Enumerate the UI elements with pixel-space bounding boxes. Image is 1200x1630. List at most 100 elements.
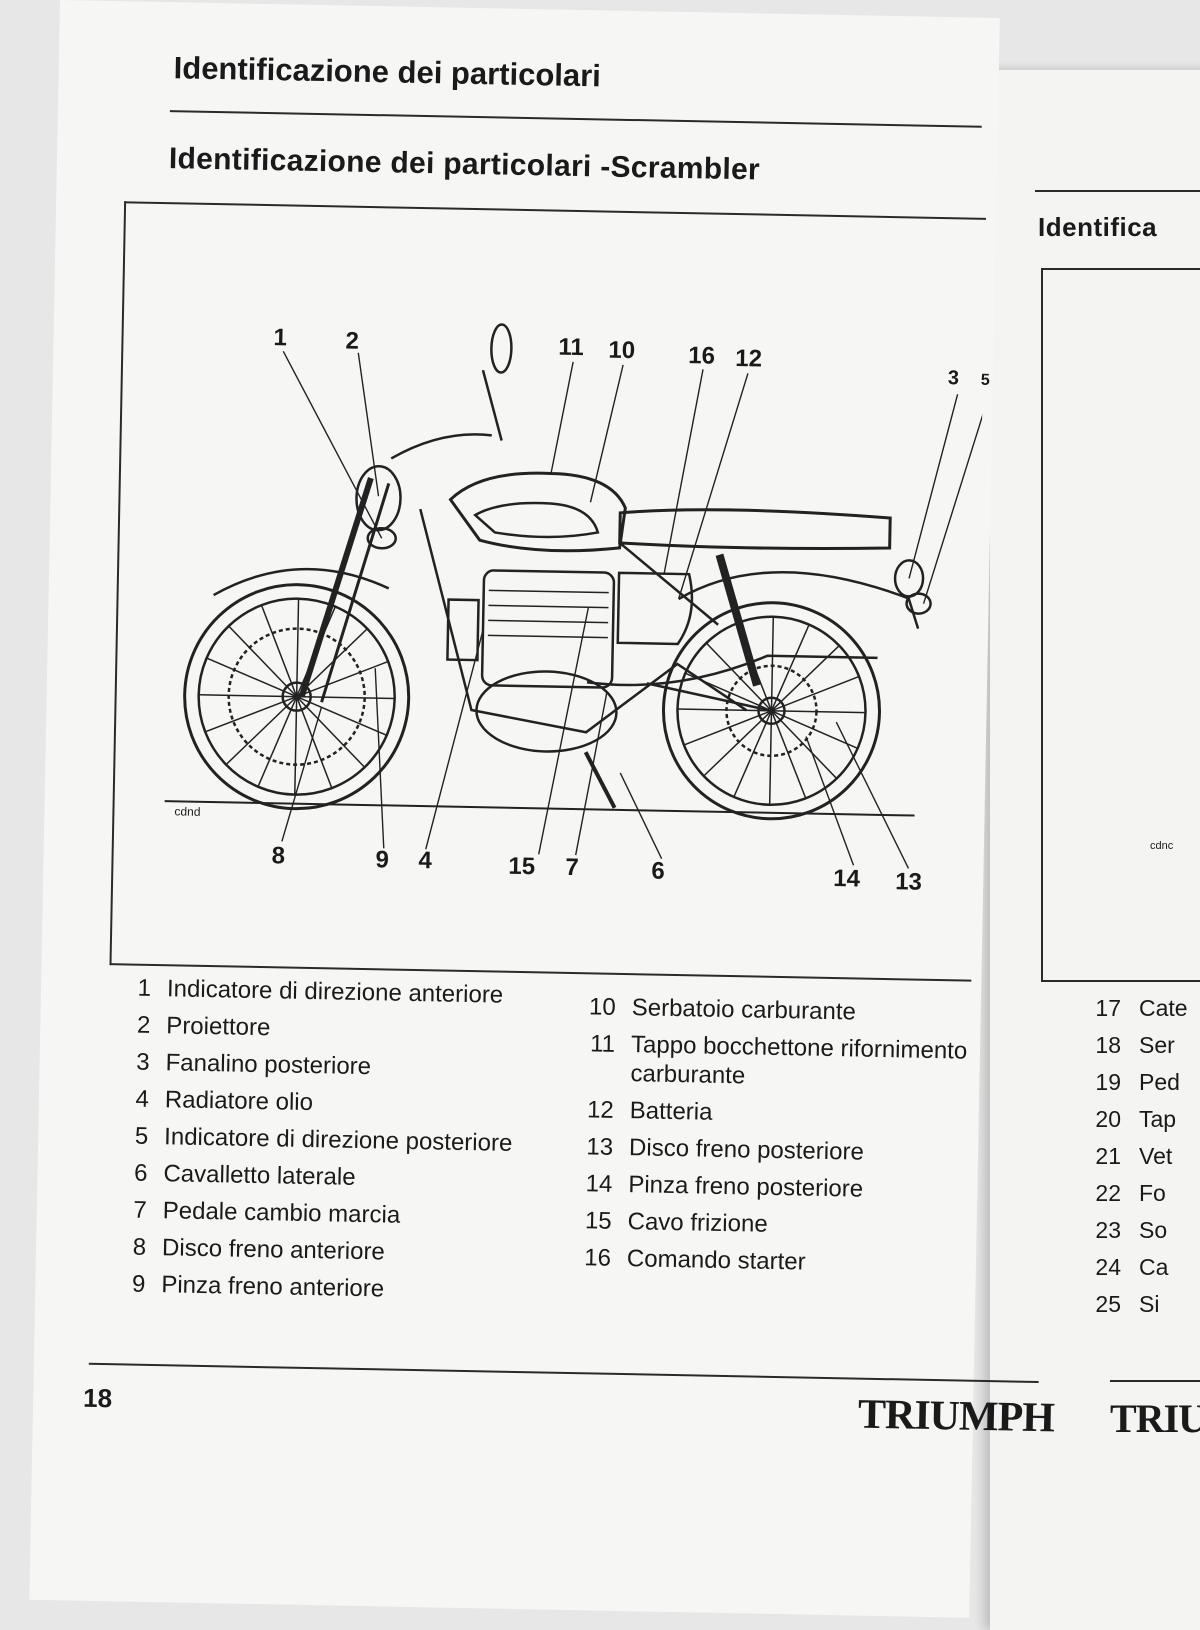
legend-number: 9: [131, 1270, 146, 1298]
legend-text: Pinza freno posteriore: [628, 1171, 864, 1203]
legend-number: 16: [583, 1244, 612, 1272]
facing-brand-logo: TRIU: [1110, 1396, 1200, 1441]
facing-legend-text: Tap: [1139, 1106, 1177, 1132]
figure-code: cdnd: [174, 804, 201, 819]
facing-legend-number: 22: [1095, 1180, 1121, 1206]
legend-text: Disco freno anteriore: [161, 1234, 386, 1266]
legend-item: 2 Proiettore: [110, 1010, 546, 1047]
callout-label: 7: [565, 853, 580, 882]
motorcycle-drawing: [164, 323, 986, 869]
callout-label: 2: [345, 327, 360, 355]
facing-legend-number: 23: [1095, 1217, 1121, 1243]
legend-number: 10: [588, 993, 617, 1021]
facing-legend-number: 18: [1095, 1032, 1121, 1058]
facing-page: Identifica cdnc 25 17Cate18Ser19Ped20Tap…: [990, 70, 1200, 1630]
facing-header-rule: [1035, 190, 1200, 192]
facing-legend-item: 20 Tap: [1075, 1106, 1188, 1143]
facing-legend-text: Vet: [1139, 1143, 1173, 1169]
legend-item: 14 Pinza freno posteriore: [572, 1169, 1008, 1206]
legend-number: 1: [137, 974, 152, 1002]
callout-label: 1: [273, 324, 288, 352]
legend-text: Tappo bocchettone rifornimento carburant…: [630, 1031, 968, 1090]
legend-item: 7 Pedale cambio marcia: [107, 1195, 543, 1232]
facing-legend-text: So: [1139, 1217, 1168, 1243]
facing-legend-item: 23 So: [1075, 1217, 1188, 1254]
legend-number: 6: [133, 1159, 148, 1187]
legend-number: 13: [586, 1133, 614, 1161]
facing-legend-item: 17 Cate: [1075, 995, 1188, 1032]
facing-legend-item: 24 Ca: [1075, 1254, 1188, 1291]
facing-legend-text: Cate: [1139, 995, 1188, 1021]
callout-label: 9: [375, 846, 390, 874]
facing-legend-item: 18 Ser: [1075, 1032, 1188, 1069]
facing-legend-number: 17: [1095, 995, 1121, 1021]
legend-right-column: 10 Serbatoio carburante 11 Tappo bocchetton…: [571, 992, 1012, 1288]
legend-text: Radiatore olio: [164, 1086, 314, 1117]
legend-number: 11: [589, 1030, 616, 1058]
legend-text: Fanalino posteriore: [165, 1049, 372, 1081]
legend-item: 9 Pinza freno anteriore: [105, 1269, 541, 1306]
facing-legend-number: 25: [1095, 1291, 1121, 1317]
section-title: Identificazione dei particolari -Scrambl…: [168, 142, 761, 187]
legend-item: 11 Tappo bocchettone rifornimento carbura…: [574, 1029, 1011, 1095]
callout-label: 12: [734, 345, 763, 373]
legend-number: 15: [584, 1207, 612, 1235]
callout-label: 14: [833, 865, 861, 893]
facing-legend-number: 24: [1095, 1254, 1121, 1280]
legend-number: 14: [585, 1170, 613, 1198]
legend-number: 2: [136, 1011, 151, 1039]
facing-legend-number: 20: [1095, 1106, 1121, 1132]
legend-item: 8 Disco freno anteriore: [106, 1232, 542, 1269]
callout-label: 11: [558, 333, 585, 362]
legend-text: Pedale cambio marcia: [162, 1197, 401, 1229]
legend-item: 15 Cavo frizione: [571, 1206, 1007, 1243]
legend-number: 5: [134, 1122, 149, 1150]
legend-text: Comando starter: [626, 1245, 806, 1276]
callout-label: 4: [418, 847, 433, 875]
legend-text: Disco freno posteriore: [628, 1134, 865, 1166]
legend-text: Serbatoio carburante: [631, 994, 857, 1026]
legend-text: Pinza freno anteriore: [161, 1271, 385, 1303]
legend-item: 1 Indicatore di direzione anteriore: [111, 973, 547, 1010]
legend-item: 16 Comando starter: [571, 1243, 1007, 1280]
callout-label: 8: [271, 842, 286, 870]
facing-legend-text: Ped: [1139, 1069, 1180, 1095]
callout-label: 16: [688, 342, 716, 370]
callout-label: 15: [508, 852, 536, 881]
legend-text: Cavalletto laterale: [163, 1160, 356, 1191]
legend-item: 3 Fanalino posteriore: [109, 1047, 545, 1084]
legend-left-column: 1 Indicatore di direzione anteriore 2 Proie…: [105, 973, 547, 1314]
facing-figure-frame: [1041, 268, 1200, 982]
callout-label: 6: [651, 857, 666, 885]
legend-item: 10 Serbatoio carburante: [575, 992, 1011, 1029]
triumph-logo: TRIUMPH: [857, 1391, 1055, 1442]
legend-text: Indicatore di direzione anteriore: [166, 975, 504, 1009]
legend-text: Batteria: [629, 1097, 713, 1126]
legend-item: 6 Cavalletto laterale: [107, 1158, 543, 1195]
legend-item: 13 Disco freno posteriore: [573, 1132, 1009, 1169]
callout-label: 3: [947, 367, 960, 390]
callout-label: 10: [608, 336, 636, 365]
page-header-title: Identificazione dei particolari: [173, 50, 602, 94]
header-rule: [169, 110, 982, 128]
facing-legend-item: 21 Vet: [1075, 1143, 1188, 1180]
facing-page-title: Identifica: [1038, 212, 1158, 242]
footer-rule: [88, 1362, 1039, 1384]
facing-legend-number: 21: [1095, 1143, 1121, 1169]
legend-text: Proiettore: [166, 1012, 271, 1042]
facing-legend-text: Fo: [1139, 1180, 1166, 1206]
legend-number: 7: [133, 1196, 148, 1224]
page-number: 18: [82, 1382, 113, 1414]
callout-label: 5: [980, 371, 990, 389]
facing-footer-rule: [1110, 1380, 1200, 1382]
legend-text: Cavo frizione: [627, 1208, 768, 1238]
legend-number: 3: [136, 1048, 150, 1076]
legend-number: 8: [132, 1233, 147, 1261]
facing-legend-text: Ser: [1139, 1032, 1175, 1058]
callout-label: 13: [894, 868, 923, 896]
facing-legend-text: Ca: [1139, 1254, 1169, 1280]
facing-legend-number: 19: [1095, 1069, 1121, 1095]
